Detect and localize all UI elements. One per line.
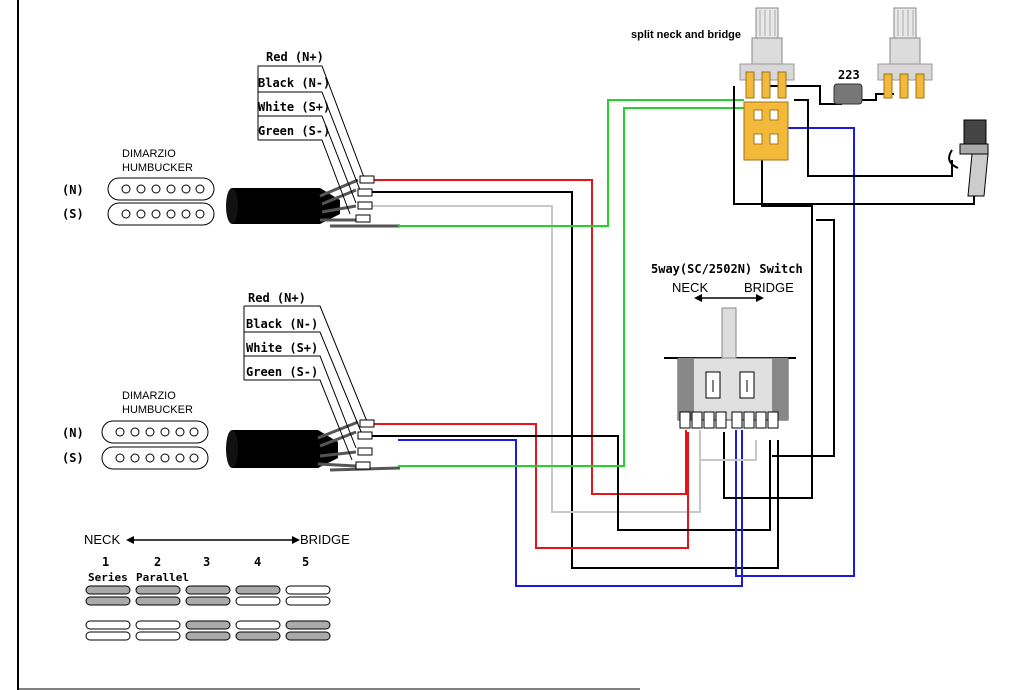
wire-pot-blue	[735, 127, 855, 577]
pickup-neck-coil-s: (S)	[62, 207, 84, 221]
legend-arrow	[126, 536, 300, 544]
pickup-neck-coil-n: (N)	[62, 183, 84, 197]
pickup-neck-wire-red-label: Red (N+)	[266, 50, 324, 64]
pickup-bridge-wire-red-label: Red (N+)	[248, 291, 306, 305]
pickup-neck-wire-green-label: Green (S-)	[258, 124, 331, 138]
legend-mode-parallel: Parallel	[136, 571, 189, 584]
wire-ends-bridge	[355, 419, 375, 470]
pickup-neck-wire-white-label: White (S+)	[258, 100, 331, 114]
pickup-neck-name: DIMARZIO HUMBUCKER	[122, 148, 193, 174]
capacitor	[833, 83, 863, 105]
wire-pot-black-3	[794, 99, 953, 177]
cable-neck	[226, 178, 400, 228]
legend-bridge-label: BRIDGE	[300, 532, 350, 547]
switch-title: 5way(SC/2502N) Switch	[651, 262, 803, 276]
wire-pot-link	[770, 85, 842, 105]
legend-pickup-icons	[85, 585, 331, 641]
pickup-bridge-wire-black-label: Black (N-)	[246, 317, 319, 331]
pickup-bridge-wire-green-label: Green (S-)	[246, 365, 319, 379]
legend-position-2: 2	[154, 555, 162, 569]
cable-bridge	[226, 420, 401, 472]
wire-bridge-black	[372, 435, 771, 531]
legend-mode-series: Series	[88, 571, 128, 584]
wire-bridge-green	[398, 107, 744, 467]
switch-neck-label: NECK	[672, 280, 709, 295]
wire-neck-black	[372, 191, 779, 569]
switch-bridge-label: BRIDGE	[744, 280, 794, 295]
diagram-title: split neck and bridge	[631, 29, 742, 41]
wire-bridge-blue	[398, 430, 743, 587]
wire-neck-white	[372, 205, 701, 513]
capacitor-value: 223	[838, 68, 860, 82]
legend-position-4: 4	[254, 555, 262, 569]
wire-switch-black	[772, 219, 835, 457]
pickup-neck-humbucker	[107, 177, 215, 226]
pickup-bridge-coil-s: (S)	[62, 451, 84, 465]
wire-pot-black-1	[723, 128, 813, 499]
legend-position-5: 5	[302, 555, 310, 569]
legend-position-3: 3	[203, 555, 211, 569]
pickup-neck-wire-black-label: Black (N-)	[258, 76, 331, 90]
label-leaders-bridge	[243, 305, 369, 461]
switch-direction-arrow	[694, 294, 764, 302]
wire-neck-green	[398, 99, 744, 227]
pickup-bridge-wire-white-label: White (S+)	[246, 341, 319, 355]
wire-ends-neck	[355, 175, 375, 223]
legend-position-1: 1	[102, 555, 110, 569]
pickup-bridge-humbucker	[101, 420, 209, 470]
label-leaders-neck	[257, 65, 366, 215]
pickup-bridge-coil-n: (N)	[62, 426, 84, 440]
legend-neck-label: NECK	[84, 532, 121, 547]
wire-pot-black-2	[733, 86, 975, 205]
five-way-switch	[664, 307, 796, 461]
wire-neck-red	[372, 179, 687, 495]
output-jack	[948, 119, 989, 197]
volume-pot	[739, 7, 795, 161]
wire-bridge-red	[372, 423, 689, 549]
pickup-bridge-name: DIMARZIO HUMBUCKER	[122, 390, 193, 416]
tone-pot	[877, 7, 933, 99]
